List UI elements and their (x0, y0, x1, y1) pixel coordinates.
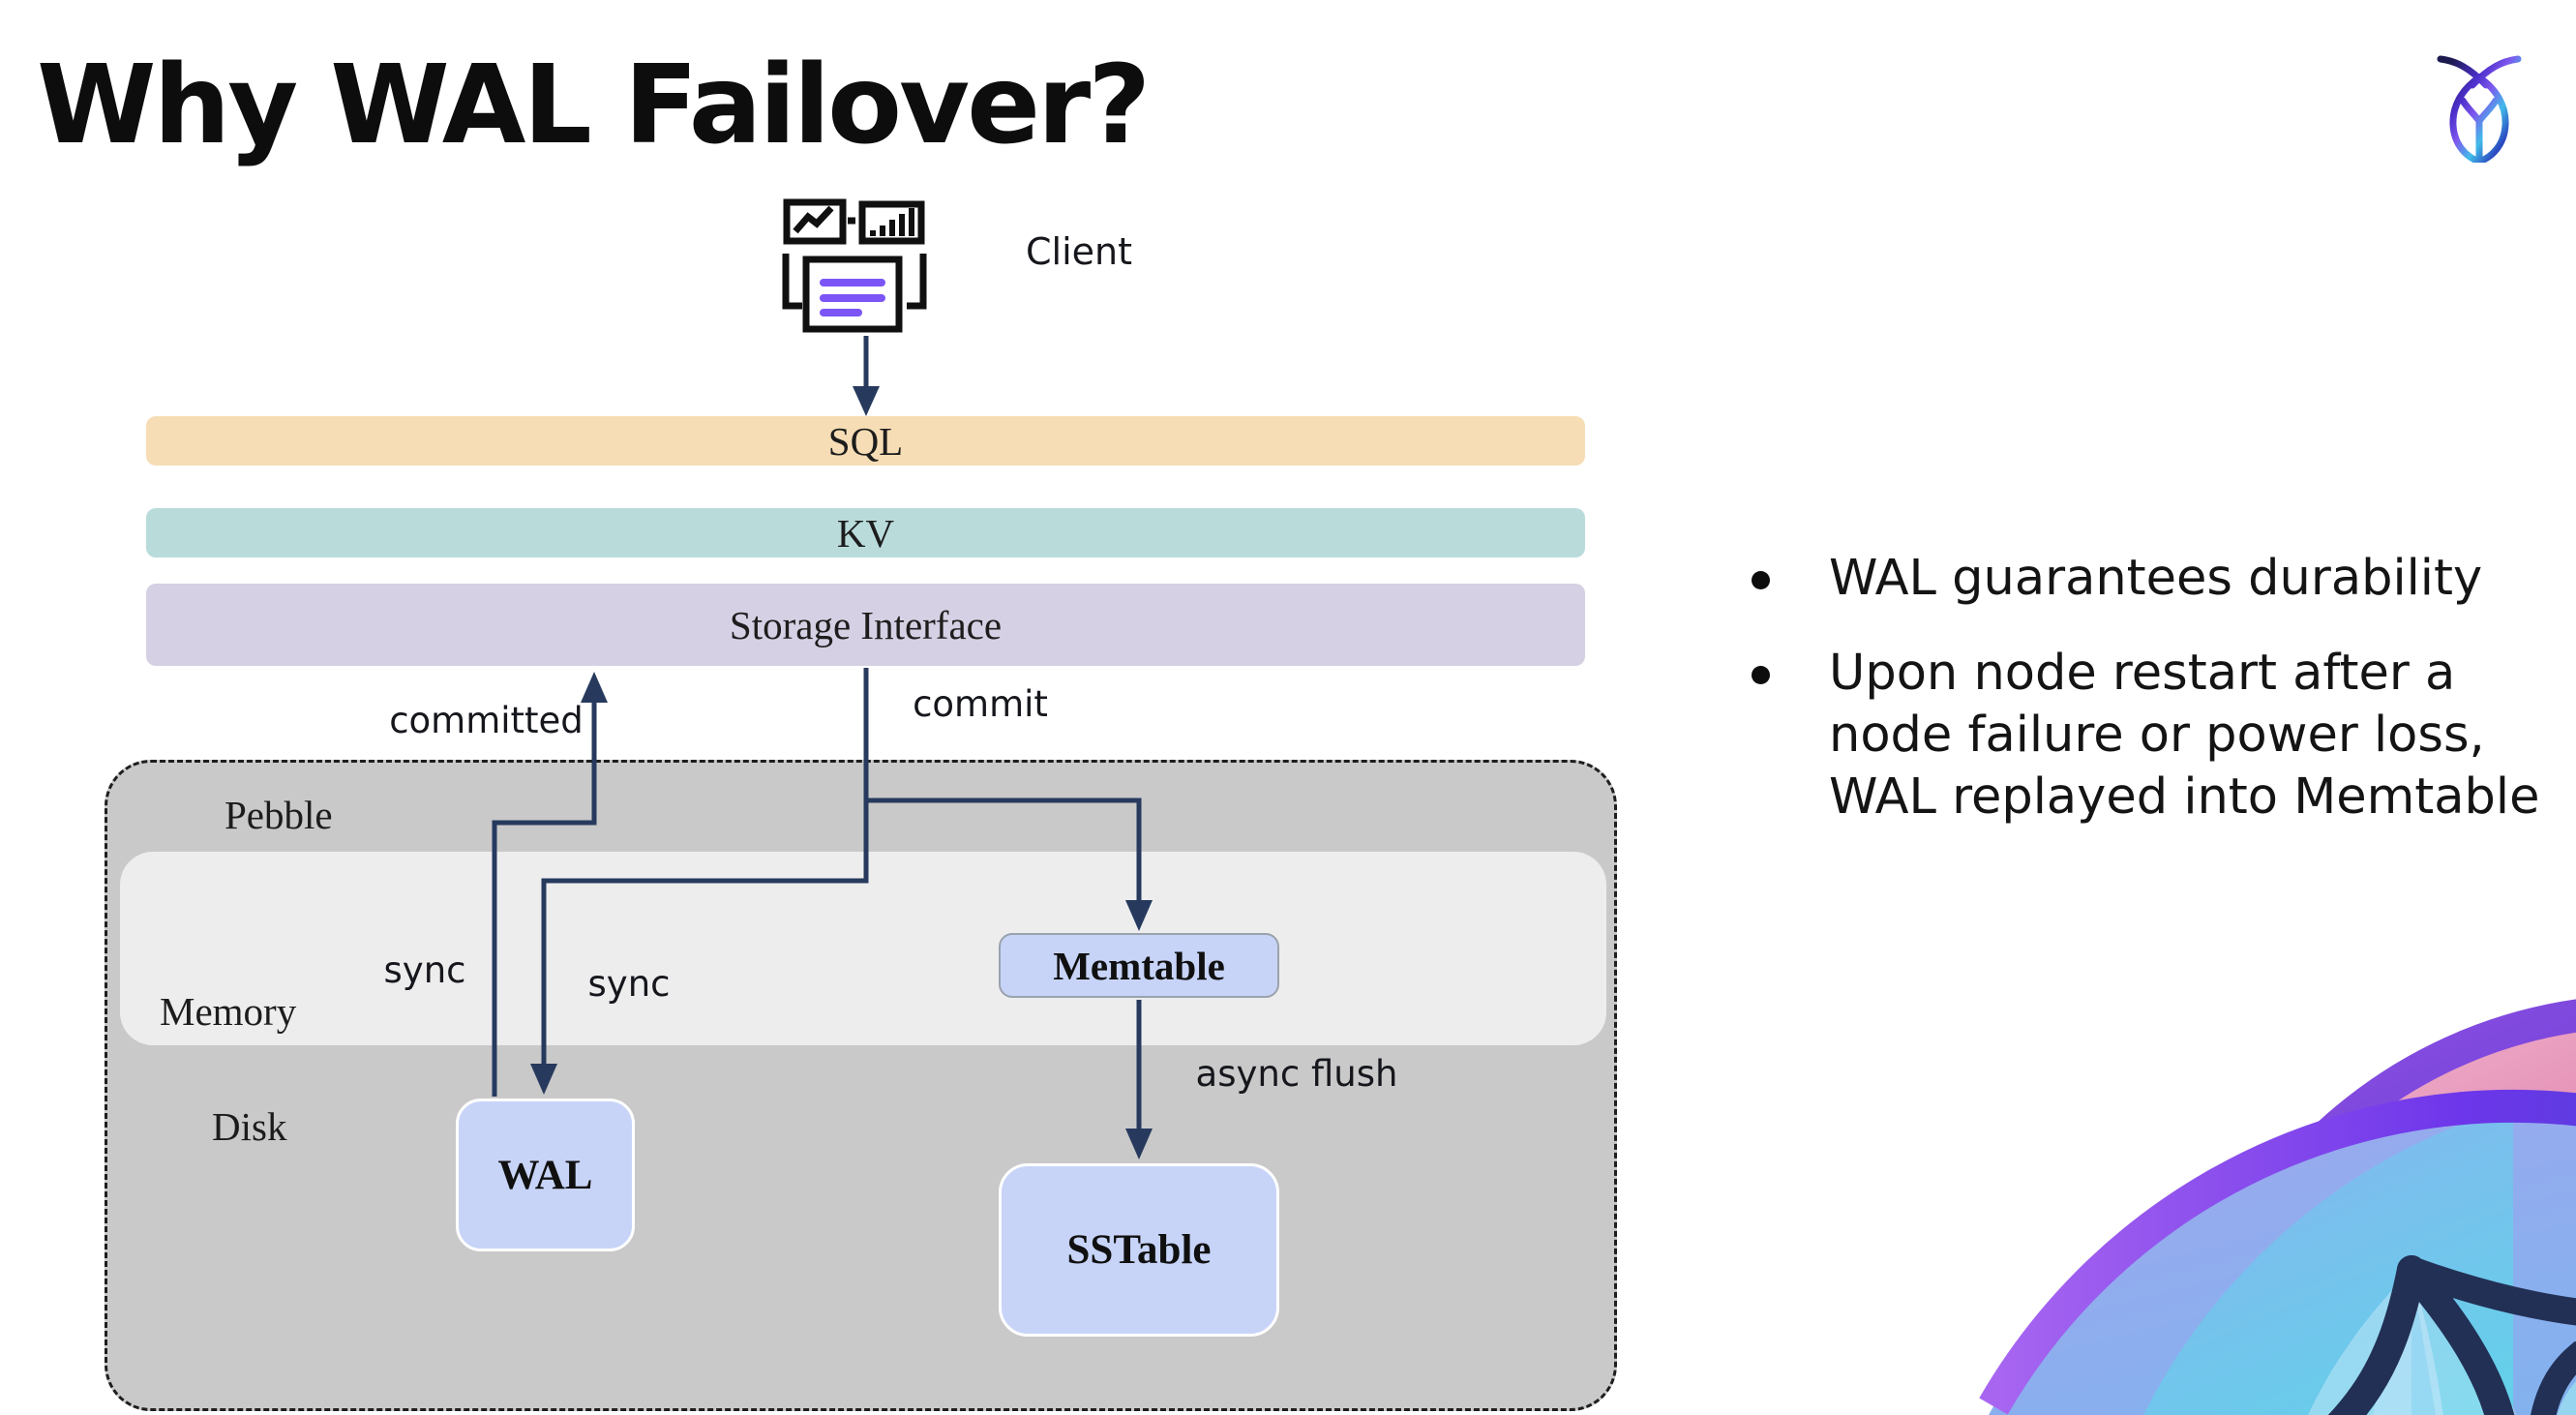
sstable-node: SSTable (999, 1163, 1279, 1337)
kv-layer-bar: KV (146, 508, 1585, 557)
sql-layer-label: SQL (827, 418, 904, 464)
list-item: WAL guarantees durability (1742, 548, 2564, 610)
committed-edge-label: committed (389, 700, 584, 741)
wal-node: WAL (456, 1099, 635, 1251)
bullet-dot (1752, 571, 1770, 589)
storage-interface-label: Storage Interface (729, 602, 1003, 647)
memtable-label: Memtable (1053, 943, 1225, 988)
storage-interface-bar: Storage Interface (146, 584, 1585, 666)
sync-edge-label-right: sync (587, 963, 671, 1005)
bullet-dot (1752, 666, 1770, 684)
async-flush-edge-label: async flush (1195, 1053, 1398, 1095)
kv-layer-label: KV (836, 510, 895, 556)
memory-band (120, 852, 1606, 1045)
commit-edge-label: commit (913, 683, 1048, 725)
bullet-text: WAL guarantees durability (1829, 550, 2483, 607)
wal-label: WAL (497, 1152, 593, 1198)
memtable-node: Memtable (999, 933, 1279, 998)
memory-label: Memory (160, 989, 297, 1034)
list-item: Upon node restart after a node failure o… (1742, 643, 2564, 828)
cockroachdb-logo-icon (2431, 46, 2528, 163)
bullet-list: WAL guarantees durability Upon node rest… (1742, 548, 2564, 861)
disk-label: Disk (212, 1104, 287, 1149)
sql-layer-bar: SQL (146, 416, 1585, 466)
arrowhead-storage (581, 672, 608, 703)
client-label: Client (1026, 230, 1133, 273)
bullet-text: Upon node restart after a node failure o… (1829, 645, 2540, 826)
sync-edge-label-left: sync (383, 949, 466, 991)
client-monitors-icon (782, 194, 927, 337)
arrowhead-sql (853, 386, 880, 416)
decorative-logo-art (1957, 950, 2576, 1415)
page-title: Why WAL Failover? (37, 43, 1151, 168)
pebble-label: Pebble (225, 793, 333, 837)
sstable-label: SSTable (1066, 1227, 1212, 1273)
